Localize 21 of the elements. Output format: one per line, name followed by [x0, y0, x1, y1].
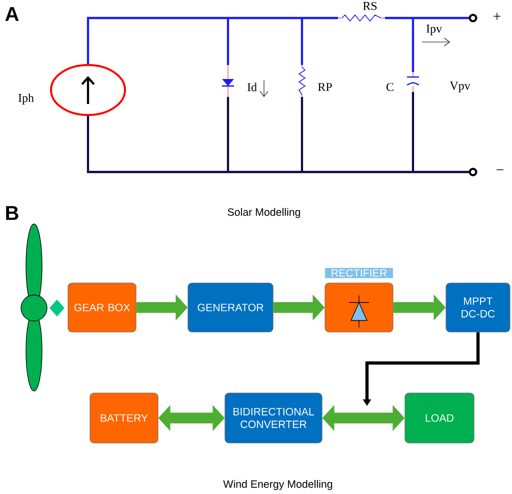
component-label: Vpv: [450, 82, 470, 92]
process-box: BIDIRECTIONAL CONVERTER: [224, 392, 322, 444]
panel-letter: B: [6, 206, 18, 220]
process-box: GEAR BOX: [68, 282, 136, 332]
process-box: BATTERY: [90, 392, 158, 444]
caption: Wind Energy Modelling: [223, 480, 332, 490]
caption: Solar Modelling: [228, 208, 300, 218]
component-label: RP: [318, 83, 332, 91]
component-label: C: [386, 82, 394, 92]
terminal-sign: −: [496, 169, 504, 170]
heading-tag: RECTIFIER: [325, 268, 393, 278]
terminal-sign: +: [494, 12, 500, 20]
panel-letter: A: [5, 7, 19, 21]
process-box: GENERATOR: [188, 282, 274, 332]
process-box: LOAD: [404, 392, 474, 444]
component-label: RS: [363, 2, 377, 10]
component-label: Id: [247, 82, 257, 92]
process-box: [324, 282, 394, 332]
component-label: Ipv: [426, 24, 442, 36]
process-box: MPPT DC-DC: [446, 282, 510, 332]
component-label: Iph: [18, 94, 34, 104]
